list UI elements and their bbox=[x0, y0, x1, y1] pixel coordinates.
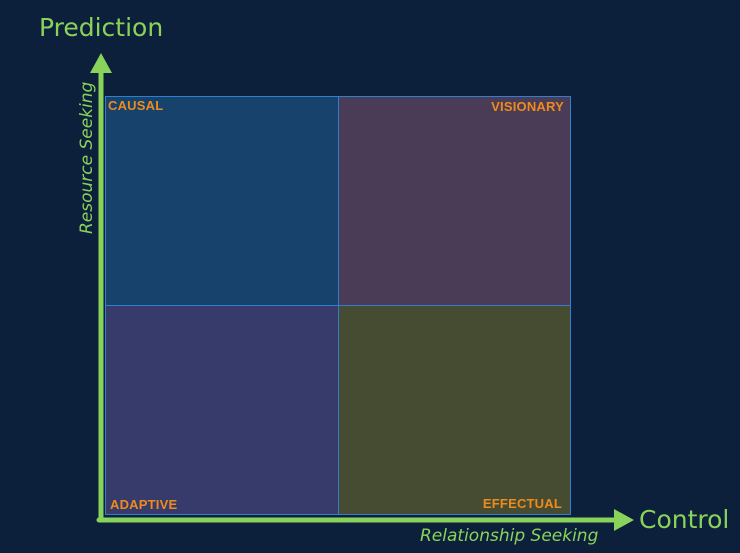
y-axis-title: Prediction bbox=[39, 13, 164, 42]
quadrant-visionary bbox=[338, 96, 571, 306]
quadrant-adaptive bbox=[105, 305, 339, 515]
y-axis-subtitle: Resource Seeking bbox=[77, 81, 97, 234]
x-axis-arrowhead bbox=[614, 509, 634, 531]
x-axis-title: Control bbox=[639, 505, 730, 534]
quadrant-label-causal: CAUSAL bbox=[108, 98, 164, 113]
quadrant-label-effectual: EFFECTUAL bbox=[482, 496, 562, 511]
x-axis-subtitle: Relationship Seeking bbox=[420, 526, 599, 546]
y-axis-arrowhead bbox=[90, 53, 112, 73]
quadrant-label-visionary: VISIONARY bbox=[491, 99, 564, 114]
quadrant-label-adaptive: ADAPTIVE bbox=[110, 497, 178, 512]
quadrant-causal bbox=[105, 96, 339, 306]
quadrant-effectual bbox=[338, 305, 571, 515]
